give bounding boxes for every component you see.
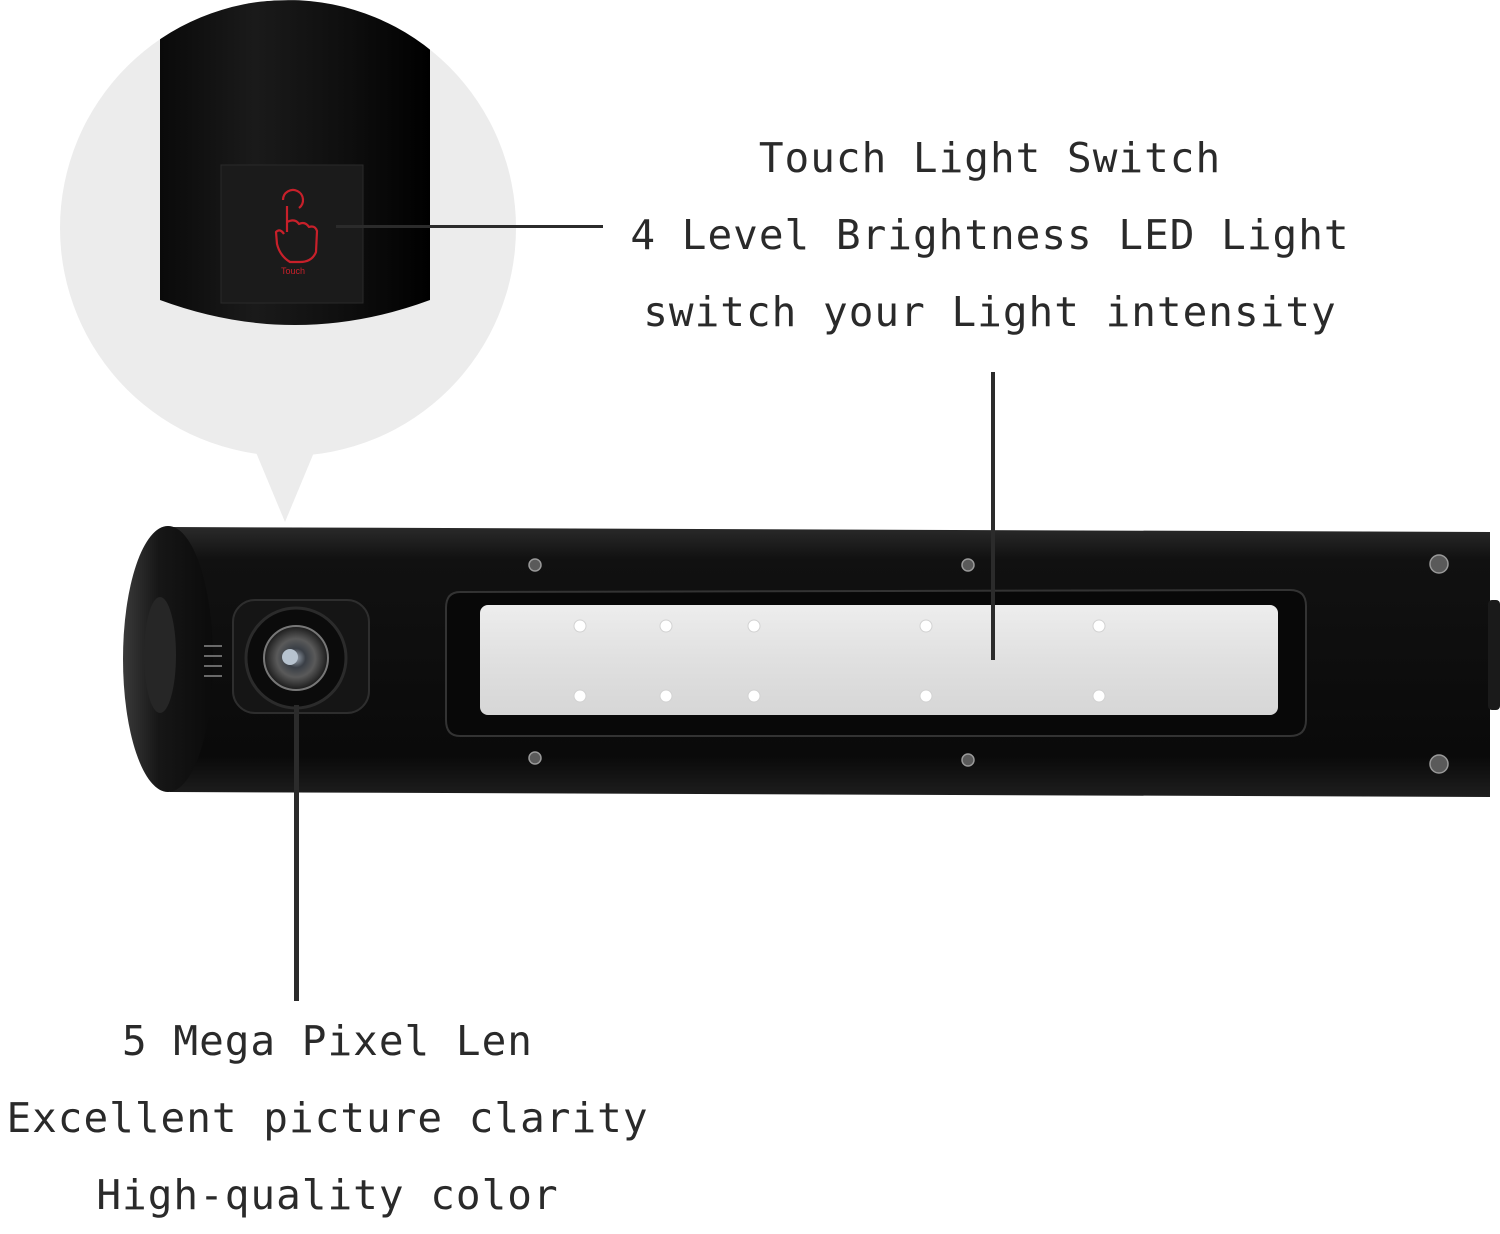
touch-icon bbox=[274, 188, 319, 264]
cable-connector bbox=[1488, 600, 1500, 710]
lens-callout-line1: 5 Mega Pixel Len bbox=[122, 1017, 533, 1065]
led-light-panel bbox=[445, 588, 1307, 737]
camera-lens bbox=[232, 599, 370, 714]
lens-callout-line bbox=[294, 705, 299, 1001]
lens-callout: 5 Mega Pixel Len Excellent picture clari… bbox=[0, 1003, 655, 1234]
screws bbox=[528, 554, 1449, 774]
touch-icon-caption: Touch bbox=[281, 266, 305, 276]
touch-callout-line bbox=[336, 225, 603, 228]
touch-callout-line2: 4 Level Brightness LED Light bbox=[630, 211, 1350, 259]
touch-callout-line3: switch your Light intensity bbox=[643, 288, 1337, 336]
led-callout-line bbox=[991, 372, 995, 660]
touch-pad bbox=[220, 164, 364, 304]
microscope-body bbox=[123, 526, 1500, 797]
lens-callout-line3: High-quality color bbox=[96, 1171, 559, 1219]
vent-marks bbox=[204, 645, 222, 677]
lens-callout-line2: Excellent picture clarity bbox=[6, 1094, 649, 1142]
touch-callout-line1: Touch Light Switch bbox=[758, 134, 1222, 182]
led-dots bbox=[573, 619, 1106, 703]
touch-light-callout: Touch Light Switch 4 Level Brightness LE… bbox=[600, 120, 1380, 351]
